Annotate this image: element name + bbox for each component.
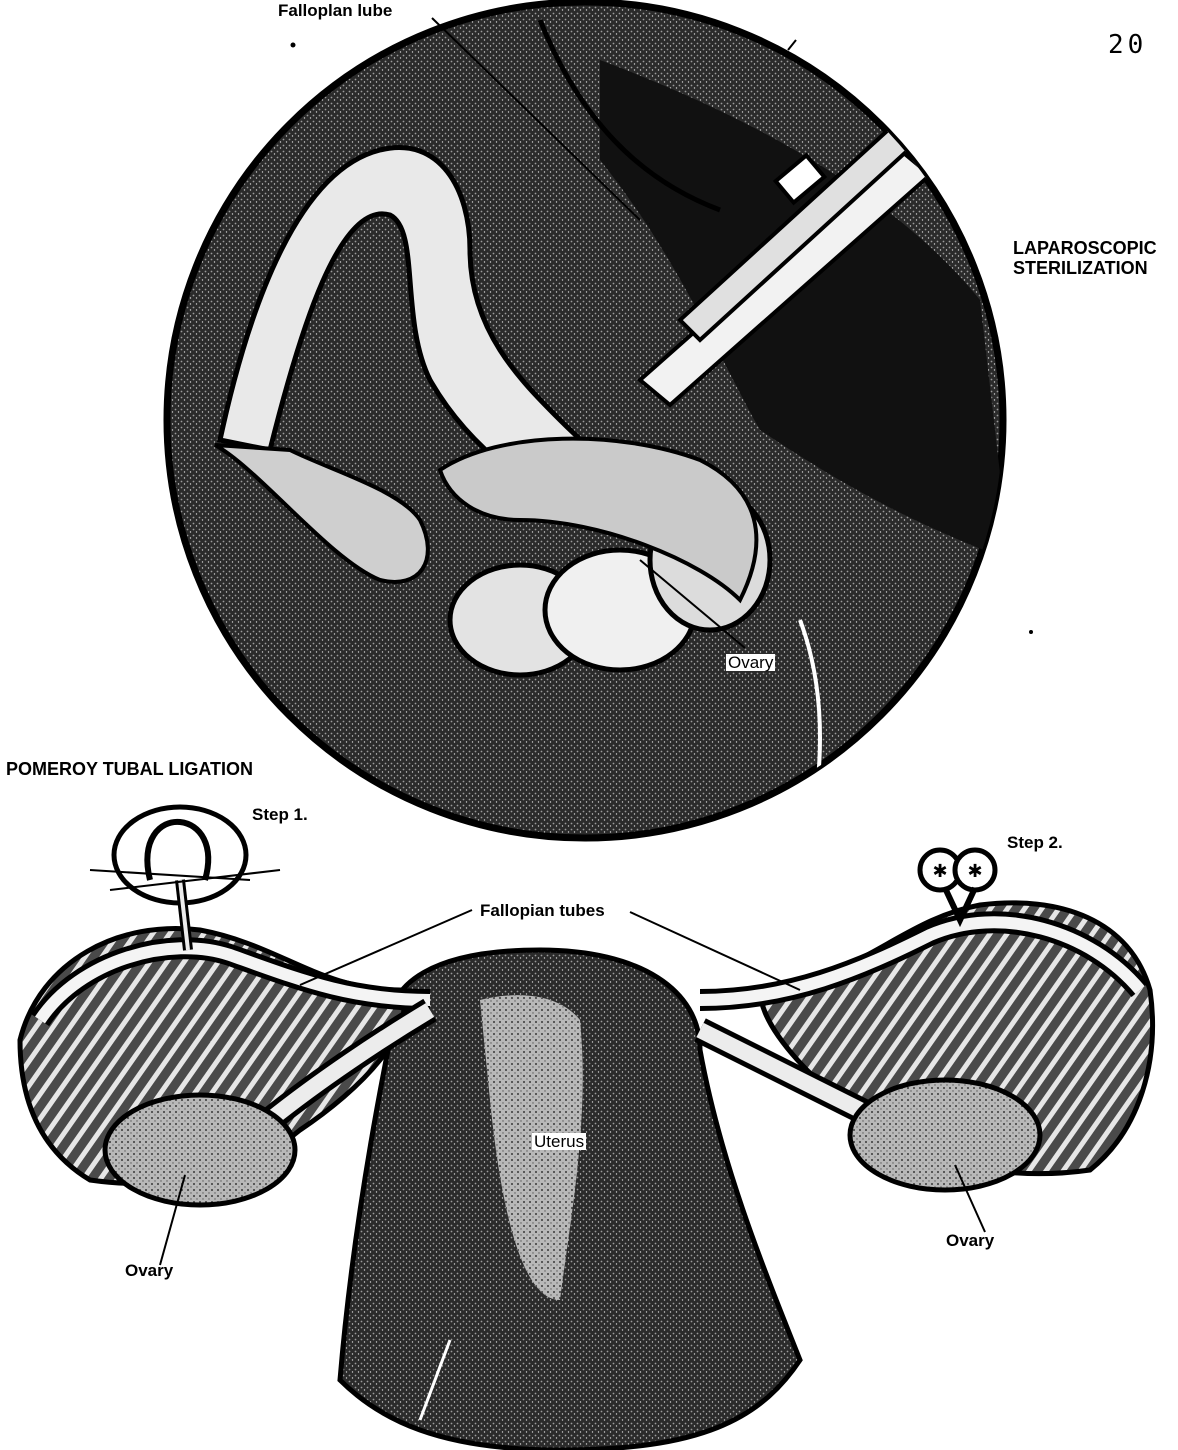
laparoscopic-title-line2: STERILIZATION <box>1013 259 1157 279</box>
label-ovary-top: Ovary <box>726 654 775 671</box>
label-ovary-left: Ovary <box>125 1262 173 1279</box>
label-fallopian-tubes: Fallopian tubes <box>478 902 607 919</box>
svg-text:✱: ✱ <box>967 861 982 882</box>
pomeroy-title: POMEROY TUBAL LIGATION <box>6 760 253 778</box>
laparoscopic-title-line1: LAPAROSCOPIC <box>1013 239 1157 259</box>
left-ovary <box>105 1095 295 1205</box>
label-fallopian-tube-top: Falloplan lube <box>278 2 392 19</box>
laparoscopic-view <box>167 2 1033 840</box>
right-ovary <box>850 1080 1040 1190</box>
step2-label: Step 2. <box>1007 834 1063 851</box>
label-uterus: Uterus <box>532 1133 586 1150</box>
page-number: 20 <box>1108 30 1147 60</box>
svg-text:✱: ✱ <box>932 861 947 882</box>
label-ovary-right: Ovary <box>946 1232 994 1249</box>
step1-tube-loop <box>90 807 280 950</box>
laparoscopic-title: LAPAROSCOPIC STERILIZATION <box>1013 239 1157 279</box>
step1-label: Step 1. <box>252 806 308 823</box>
